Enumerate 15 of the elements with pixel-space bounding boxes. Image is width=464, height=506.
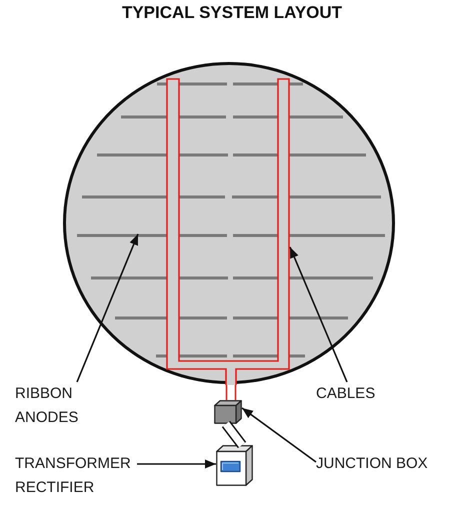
callout-label: JUNCTION BOX: [316, 452, 434, 476]
cable-loop: [166, 78, 290, 385]
diagram-title: TYPICAL SYSTEM LAYOUT: [122, 2, 342, 24]
cabinet-icon: [216, 445, 253, 486]
anode-line: [77, 234, 385, 237]
callout-label: RIBBON ANODES: [15, 382, 83, 430]
leader-arrow: [242, 407, 316, 463]
leader-arrow: [76, 234, 139, 382]
callout-label: CABLES: [316, 382, 378, 406]
cable-line: [226, 385, 236, 400]
leader-arrow: [289, 246, 348, 382]
cable-line: [222, 420, 246, 448]
callout-label: TRANSFORMER RECTIFIER: [15, 452, 137, 500]
cube-icon: [214, 400, 242, 424]
leader-arrow: [137, 460, 216, 468]
